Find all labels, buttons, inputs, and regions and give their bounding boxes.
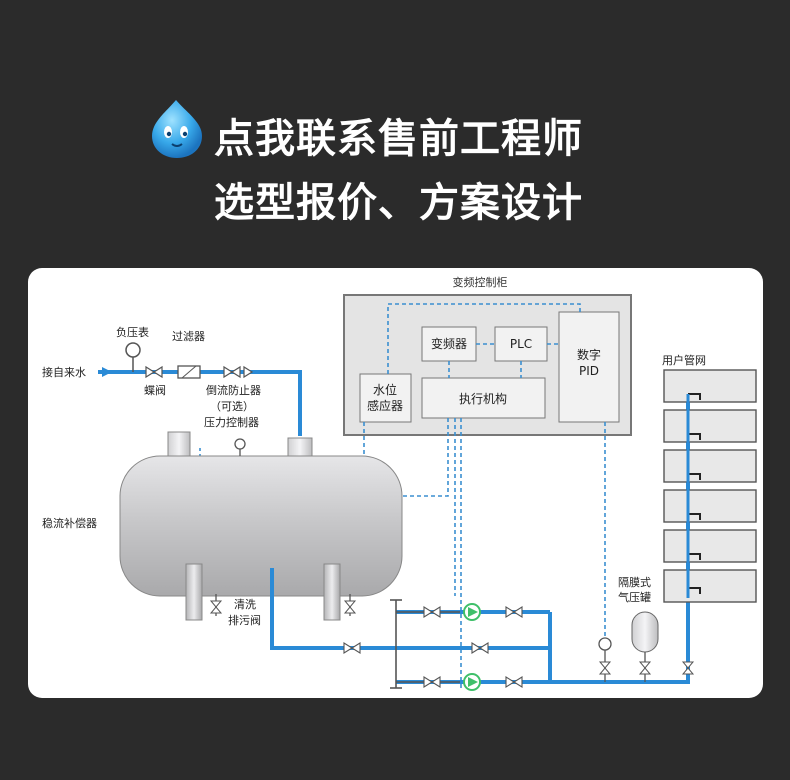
butterfly-valve-label: 蝶阀 <box>144 383 166 397</box>
drain-valve-left-icon <box>209 594 223 616</box>
filter-icon <box>177 365 201 379</box>
building-floors <box>663 369 757 603</box>
inverter-box <box>421 326 477 362</box>
drain-label-2: 排污阀 <box>228 613 261 627</box>
tank-leg-right <box>323 563 341 621</box>
diaphragm-label-1: 隔膜式 <box>618 576 651 589</box>
pump-2-icon <box>463 673 481 691</box>
plc-label: PLC <box>510 337 532 351</box>
vacuum-gauge-icon <box>125 342 141 372</box>
tank-leg-left <box>185 563 203 621</box>
filter-label: 过滤器 <box>172 330 205 343</box>
pump-valves <box>343 606 523 688</box>
tank-pressure-gauge-icon <box>234 438 246 456</box>
tank-top-fitting-right <box>287 437 313 457</box>
promo-banner: 点我联系售前工程师 选型报价、方案设计 <box>0 0 790 260</box>
backflow-label-1: 倒流防止器 <box>206 383 261 397</box>
drain-label-1: 清洗 <box>234 598 256 611</box>
level-sensor-label-1: 水位 <box>373 382 397 397</box>
backflow-label-2: （可选） <box>210 400 254 413</box>
inlet-label: 接自来水 <box>42 366 86 379</box>
water-supply-diagram: 变频控制柜 变频器 PLC 数字 PID 水位 感应器 执行机构 <box>42 275 757 691</box>
actuator-label: 执行机构 <box>459 391 507 406</box>
inlet-arrow-icon <box>102 367 112 377</box>
user-network-label: 用户管网 <box>662 353 706 367</box>
level-sensor-label-2: 感应器 <box>367 398 403 413</box>
headline-quote-design[interactable]: 选型报价、方案设计 <box>214 180 583 226</box>
tank-top-fitting-left <box>167 431 191 457</box>
pressure-controller-label: 压力控制器 <box>204 415 259 429</box>
pump-1-icon <box>463 603 481 621</box>
tank-label: 稳流补偿器 <box>42 516 97 530</box>
vacuum-gauge-label: 负压表 <box>116 325 149 339</box>
cabinet-title: 变频控制柜 <box>453 275 508 289</box>
pid-box <box>558 311 620 423</box>
outlet-pressure-gauge-icon <box>598 637 612 682</box>
floor-taps <box>688 393 701 594</box>
riser-valve-icon <box>681 661 695 675</box>
drain-valve-right-icon <box>343 594 357 616</box>
pid-label-1: 数字 <box>577 347 601 362</box>
headline-contact-engineer[interactable]: 点我联系售前工程师 <box>214 116 583 162</box>
water-drop-mascot-icon <box>152 100 202 158</box>
backflow-preventer-icon <box>223 365 254 379</box>
pid-label-2: PID <box>579 364 599 378</box>
diaphragm-tank-icon <box>631 611 659 682</box>
inlet-piping <box>98 370 302 436</box>
butterfly-valve-icon <box>145 365 163 379</box>
stabilizing-tank <box>119 455 403 597</box>
inverter-label: 变频器 <box>431 336 467 351</box>
diaphragm-label-2: 气压罐 <box>618 590 651 604</box>
actuator-box <box>421 377 546 419</box>
diagram-panel: 变频控制柜 变频器 PLC 数字 PID 水位 感应器 执行机构 <box>28 268 763 698</box>
level-sensor-box <box>359 373 412 423</box>
